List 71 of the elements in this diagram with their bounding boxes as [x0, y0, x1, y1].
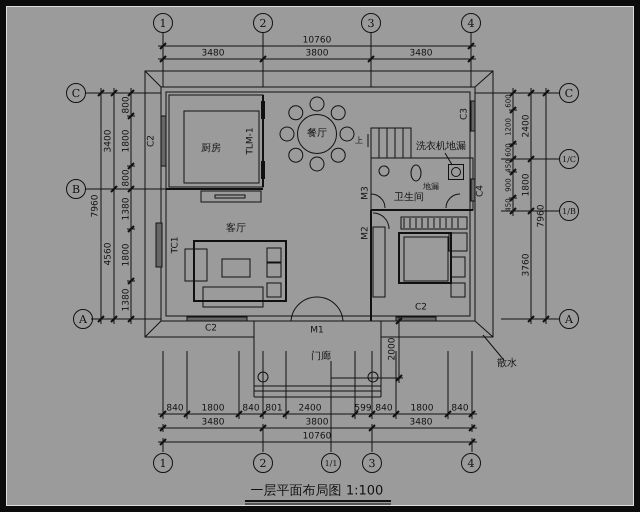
opening-label: C3	[460, 108, 470, 120]
dimension-label: 3480	[202, 50, 224, 58]
dimension-label: 801	[265, 404, 283, 414]
opening-label: M2	[362, 226, 370, 240]
dimension-label: 1800	[122, 130, 132, 152]
axis-label: 2	[253, 453, 273, 473]
dimension-label: 1380	[122, 198, 132, 220]
axis-label: C	[559, 83, 579, 103]
opening-label: C2	[415, 304, 427, 312]
dimension-label: 3760	[522, 254, 532, 276]
dining-table	[297, 114, 337, 154]
stair-direction-label: 上	[355, 137, 363, 145]
room-label: 餐厅	[307, 129, 327, 139]
dimension-label: 800	[122, 169, 132, 187]
opening-label: C2	[148, 135, 156, 147]
dimension-label: 10760	[302, 432, 332, 442]
room-label: 卫生间	[394, 193, 424, 203]
dimension-label: 1800	[410, 404, 434, 414]
room-label: 门廊	[311, 352, 331, 362]
dimension-label: 1800	[122, 244, 132, 266]
dimension-label: 4560	[104, 242, 114, 266]
dimension-label: 840	[166, 404, 184, 414]
axis-label: 1	[153, 13, 173, 33]
leader-line	[444, 152, 453, 166]
drawing-title: 一层平面布局图 1:100	[250, 484, 384, 498]
dimension-label: 1800	[202, 404, 224, 414]
opening-label: M1	[310, 326, 324, 336]
opening-label: TLM-1	[246, 127, 256, 155]
dimension-label: 3480	[202, 418, 224, 428]
axis-label: A	[559, 309, 579, 329]
room-label: 厨房	[201, 144, 221, 154]
axis-label: C	[66, 83, 86, 103]
dimension-label: 599	[354, 404, 372, 414]
dimension-label: 840	[375, 404, 393, 414]
dimension-label: 7960	[92, 194, 100, 218]
axis-label: 1/1	[321, 453, 341, 473]
dimension-label: 3480	[410, 50, 432, 58]
axis-label: 1/C	[559, 149, 579, 169]
leader-line	[482, 334, 504, 360]
axis-label: 4	[461, 453, 481, 473]
axis-label: 2	[253, 13, 273, 33]
dimension-label: 7960	[538, 204, 546, 228]
opening-label: C2	[205, 324, 217, 334]
dimension-label: 840	[451, 404, 469, 414]
axis-label: 4	[461, 13, 481, 33]
dimension-label: 3400	[104, 130, 114, 152]
dimension-label: 840	[242, 404, 260, 414]
axis-label: 1/B	[559, 201, 579, 221]
opening-label: M3	[362, 186, 370, 200]
dimension-label: 10760	[302, 36, 332, 46]
dimension-label: 2400	[298, 404, 322, 414]
dimension-label: 800	[122, 96, 132, 114]
note-label: 散水	[497, 359, 517, 369]
opening-label: C4	[476, 185, 486, 197]
axis-label: B	[66, 179, 86, 199]
dimension-label: 2400	[522, 114, 532, 138]
dimension-label: 1800	[522, 174, 532, 196]
axis-label: 3	[362, 453, 382, 473]
room-label: 客厅	[226, 224, 246, 234]
opening-label: TC1	[172, 236, 180, 254]
dimension-label: 3800	[306, 418, 328, 428]
axis-label: 3	[361, 13, 381, 33]
dimension-label: 1380	[122, 288, 132, 312]
dimension-label: 2000	[388, 338, 398, 360]
floor-drain-label: 地漏	[423, 183, 439, 191]
axis-label: 1	[153, 453, 173, 473]
note-label: 洗衣机地漏	[416, 142, 466, 152]
washing-machine-icon	[448, 164, 464, 180]
dimension-label: 3800	[306, 50, 328, 58]
dimension-label: 3480	[410, 418, 432, 428]
axis-label: A	[73, 309, 93, 329]
